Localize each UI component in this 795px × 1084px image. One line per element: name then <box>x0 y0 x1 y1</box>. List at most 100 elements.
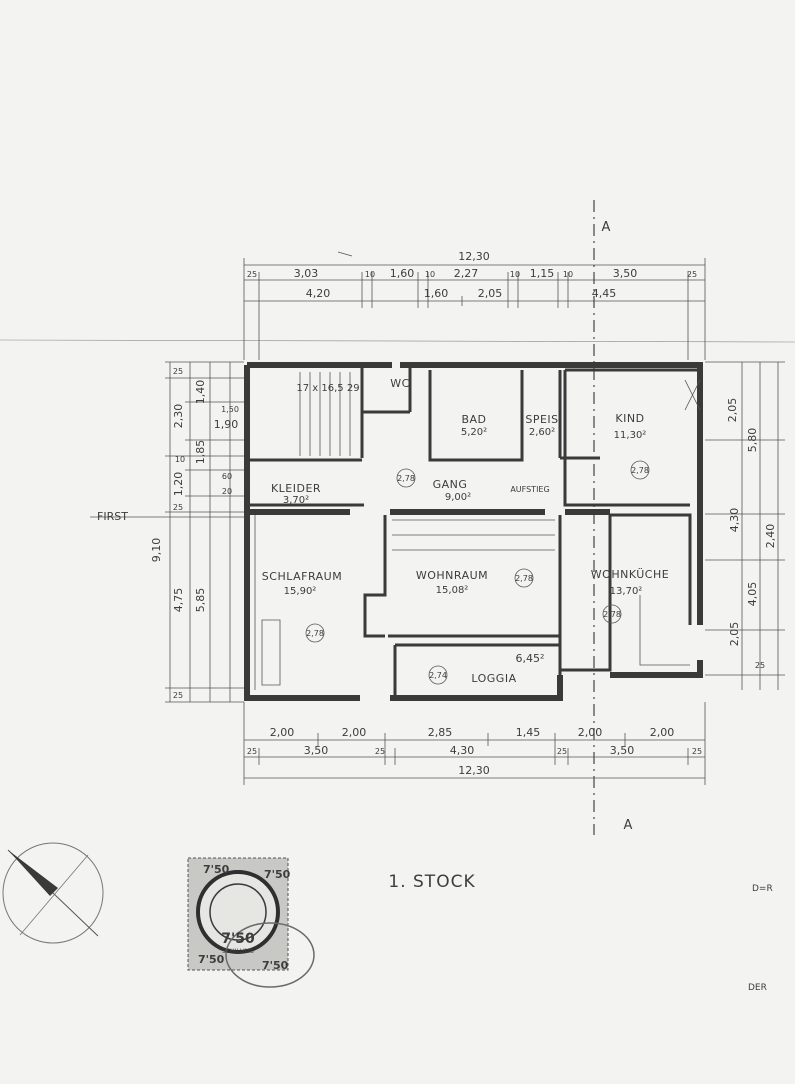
room-schlafraum-area: 15,90² <box>284 586 317 597</box>
left-dim-1: 25 <box>173 367 183 376</box>
room-bad-name: BAD <box>461 413 486 426</box>
room-wohnkueche-area: 13,70² <box>610 586 643 597</box>
left-dim-2: 1,40 <box>194 380 207 405</box>
stamp-unit: SCHILLING <box>222 948 254 955</box>
bottom-dim-1: 2,00 <box>270 726 295 739</box>
left-dim-13: 5,85 <box>194 588 207 613</box>
top-dim-6: 2,27 <box>454 267 479 280</box>
right-dim-3: 4,30 <box>728 508 741 533</box>
top-dim-8: 1,15 <box>530 267 555 280</box>
room-bad-area: 5,20² <box>461 427 487 438</box>
bottom-dim-row2-7: 25 <box>692 747 702 756</box>
section-line: A A <box>593 200 633 835</box>
bottom-dim-row2-5: 25 <box>557 747 567 756</box>
room-schlafraum-name: SCHLAFRAUM <box>262 570 342 583</box>
left-dim-6: 10 <box>175 455 185 464</box>
stamp-value-center: 7'50 <box>221 931 255 947</box>
top-dim-row2-4: 4,45 <box>592 287 617 300</box>
top-dim-3: 10 <box>365 270 375 279</box>
walls <box>244 362 703 701</box>
room-wohnraum-name: WOHNRAUM <box>416 569 488 582</box>
room-speis-area: 2,60² <box>529 427 555 438</box>
bottom-dim-row2-1: 25 <box>247 747 257 756</box>
margin-note-2: DER <box>748 983 767 993</box>
top-dim-2: 3,03 <box>294 267 319 280</box>
bottom-dim-3: 2,85 <box>428 726 453 739</box>
right-dimension-chain: 2,05 5,80 4,30 2,40 4,05 2,05 25 <box>705 361 785 690</box>
room-wohnraum-area: 15,08² <box>436 585 469 596</box>
left-dim-3: 2,30 <box>172 404 185 429</box>
height-marker-2: 2,78 <box>631 466 649 475</box>
top-dim-4: 1,60 <box>390 267 415 280</box>
top-dim-9: 10 <box>563 270 573 279</box>
top-dim-7: 10 <box>510 270 520 279</box>
left-dim-7: 1,85 <box>194 440 207 465</box>
room-loggia-name: LOGGIA <box>471 672 516 685</box>
north-arrow-icon <box>2 842 104 944</box>
top-dim-11: 25 <box>687 270 697 279</box>
left-dim-14: 25 <box>173 691 183 700</box>
left-dim-8: 1,20 <box>172 472 185 497</box>
room-wc-name: WC <box>390 377 410 390</box>
bottom-dim-row2-6: 3,50 <box>610 744 635 757</box>
room-aufstieg-name: AUFSTIEG <box>510 485 549 494</box>
room-gang-name: GANG <box>433 478 468 491</box>
bottom-dim-row2-4: 4,30 <box>450 744 475 757</box>
room-wohnkueche-name: WOHNKÜCHE <box>591 568 669 581</box>
right-dim-4: 2,40 <box>764 524 777 549</box>
room-speis-name: SPEIS <box>525 413 558 426</box>
top-dim-5: 10 <box>425 270 435 279</box>
room-kleider-area: 3,70² <box>283 495 309 506</box>
right-dim-5: 4,05 <box>746 582 759 607</box>
right-dim-6: 2,05 <box>728 622 741 647</box>
bottom-dim-row2-2: 3,50 <box>304 744 329 757</box>
left-dim-4: 1,50 <box>221 405 239 414</box>
bottom-dim-row2-3: 25 <box>375 747 385 756</box>
top-overall-dim: 12,30 <box>458 250 490 263</box>
stair-label: 17 x 16,5 29 <box>296 383 359 394</box>
height-marker-5: 2,74 <box>429 671 447 680</box>
height-markers: 2,78 2,78 2,78 2,78 2,74 2,78 <box>305 460 650 685</box>
bottom-dim-4: 1,45 <box>516 726 541 739</box>
section-marker-top: A <box>602 220 611 235</box>
top-dimension-chain: 12,30 25 3,03 10 1,60 10 2,27 10 1,15 10… <box>243 250 706 360</box>
room-gang-area: 9,00² <box>445 492 471 503</box>
left-dim-15: 25 <box>173 503 183 512</box>
stamp-value-br: 7'50 <box>262 959 289 972</box>
bottom-dim-6: 2,00 <box>650 726 675 739</box>
room-kind-area: 11,30² <box>614 430 647 441</box>
right-dim-7: 25 <box>755 661 765 670</box>
top-dim-1: 25 <box>247 270 257 279</box>
right-dim-1: 2,05 <box>726 398 739 423</box>
left-dim-5: 1,90 <box>214 418 239 431</box>
left-dim-9: 60 <box>222 472 232 481</box>
top-dim-row2-2: 1,60 <box>424 287 449 300</box>
left-dim-12: 4,75 <box>172 588 185 613</box>
first-label: FIRST <box>97 510 128 523</box>
left-dim-10: 20 <box>222 487 232 496</box>
room-labels: 17 x 16,5 29 WC BAD 5,20² SPEIS 2,60² KI… <box>262 377 669 685</box>
bottom-overall-dim: 12,30 <box>458 764 490 777</box>
top-dim-10: 3,50 <box>613 267 638 280</box>
room-loggia-area: 6,45² <box>516 652 545 665</box>
margin-note-1: D=R <box>752 884 773 894</box>
room-kleider-name: KLEIDER <box>271 482 321 495</box>
top-dim-row2-3: 2,05 <box>478 287 503 300</box>
section-marker-bottom: A <box>624 818 633 833</box>
left-dim-11: 9,10 <box>150 538 163 563</box>
height-marker-4: 2,78 <box>515 574 533 583</box>
height-marker-1: 2,78 <box>397 474 415 483</box>
height-marker-6: 2,78 <box>603 610 621 619</box>
left-dimension-chain: 25 1,40 2,30 1,50 1,90 10 1,85 1,20 60 2… <box>90 361 244 703</box>
top-dim-row2-1: 4,20 <box>306 287 331 300</box>
stamp-value-tl: 7'50 <box>203 863 230 876</box>
height-marker-3: 2,78 <box>306 629 324 638</box>
stamp-value-tr: 7'50 <box>264 868 291 881</box>
revenue-stamp: 7'50 7'50 7'50 SCHILLING 7'50 7'50 <box>187 857 315 988</box>
floor-title: 1. STOCK <box>388 872 475 892</box>
room-kind-name: KIND <box>615 412 644 425</box>
bottom-dim-5: 2,00 <box>578 726 603 739</box>
right-dim-2: 5,80 <box>746 428 759 453</box>
